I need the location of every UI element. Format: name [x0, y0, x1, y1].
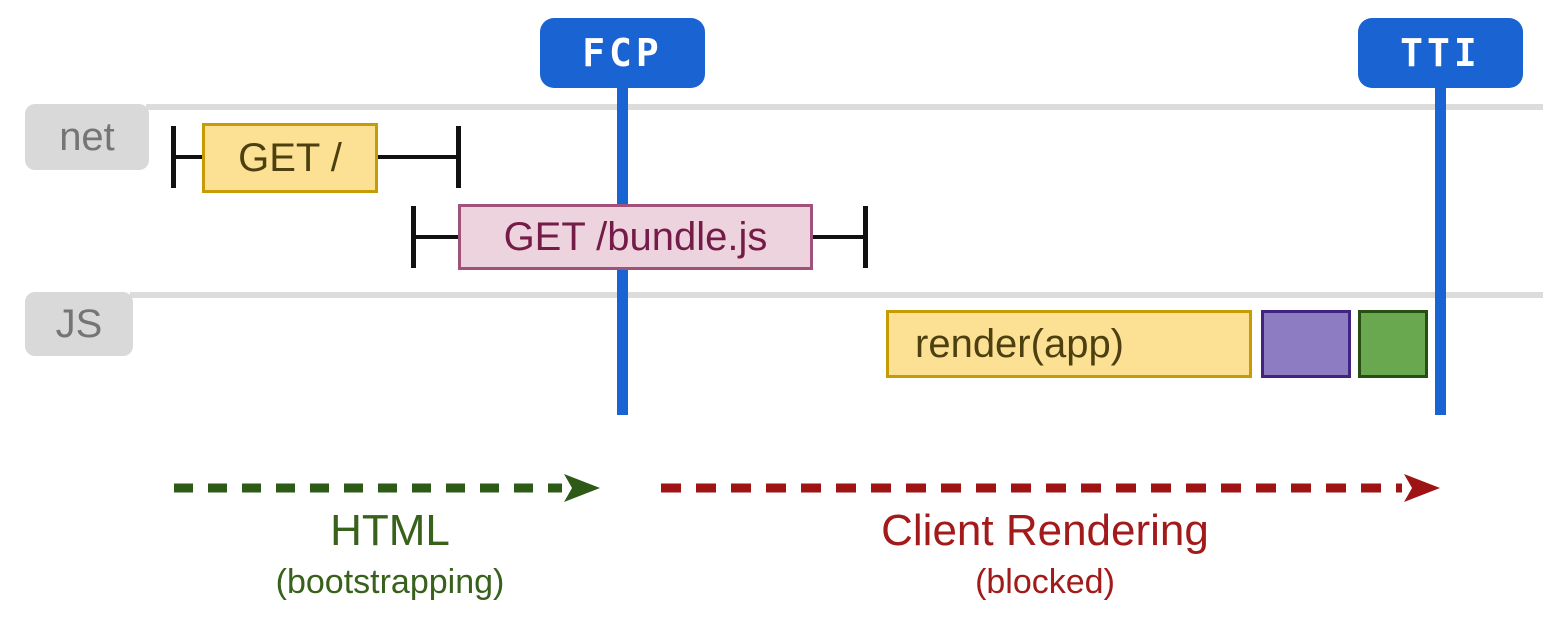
green-task-box	[1358, 310, 1428, 378]
get-bundle-start-whisker	[411, 206, 416, 268]
render-app-label: render(app)	[915, 321, 1125, 366]
client-rendering-phase-subtitle: (blocked)	[975, 563, 1115, 601]
get-root-start-whisker	[171, 126, 176, 188]
get-bundle-label: GET /bundle.js	[503, 214, 768, 259]
get-root-label: GET /	[238, 135, 342, 180]
tti-marker-line	[1435, 86, 1446, 415]
fcp-badge: FCP	[540, 18, 705, 88]
html-phase-label: HTML (bootstrapping)	[190, 508, 590, 602]
get-root-request-box: GET /	[202, 123, 378, 193]
lane-label-js: JS	[25, 292, 133, 356]
get-root-end-whisker	[456, 126, 461, 188]
lane-label-net: net	[25, 104, 149, 170]
tti-badge-label: TTI	[1400, 31, 1481, 75]
html-phase-arrow	[174, 474, 600, 502]
js-lane-label-text: JS	[55, 301, 103, 346]
fcp-badge-label: FCP	[582, 31, 663, 75]
get-bundle-end-whisker	[863, 206, 868, 268]
render-app-task-box: render(app)	[886, 310, 1252, 378]
html-phase-subtitle: (bootstrapping)	[275, 563, 505, 601]
client-rendering-phase-label: Client Rendering (blocked)	[845, 508, 1245, 602]
html-phase-title: HTML	[330, 506, 450, 555]
net-lane-rail	[146, 104, 1543, 110]
client-rendering-phase-title: Client Rendering	[881, 506, 1209, 555]
purple-task-box	[1261, 310, 1351, 378]
net-lane-label-text: net	[59, 114, 115, 159]
tti-badge: TTI	[1358, 18, 1523, 88]
client-rendering-phase-arrow	[661, 474, 1440, 502]
get-bundle-request-box: GET /bundle.js	[458, 204, 813, 270]
js-lane-rail	[130, 292, 1543, 298]
